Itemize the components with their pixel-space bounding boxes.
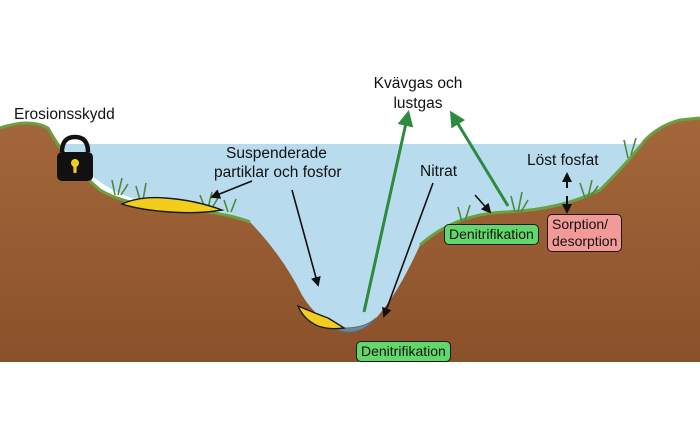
arrow-to-sediment-shelf [210, 180, 253, 199]
soil-body [0, 118, 700, 362]
erosion-protection-label: Erosionsskydd [14, 106, 115, 123]
sediment-slope [296, 304, 346, 330]
gas-arrow-bottom [362, 110, 414, 313]
sorption-line1: Sorption/ [552, 216, 609, 232]
denitrification-box-bottom: Denitrifikation [356, 341, 451, 362]
padlock-icon [57, 134, 93, 181]
gas-arrow-shelf [449, 110, 510, 207]
denitrification-box-right: Denitrifikation [444, 224, 539, 245]
arrow-nitrate-right [474, 194, 492, 214]
gas-label-line2: lustgas [393, 95, 443, 112]
nitrate-label: Nitrat [420, 163, 458, 180]
gas-label-line1: Kvävgas och [373, 75, 463, 92]
arrow-nitrate-down [382, 182, 434, 318]
dissolved-phosphate-label: Löst fosfat [527, 152, 599, 169]
sediment-shelf [120, 196, 225, 214]
arrow-to-sediment-slope [291, 189, 321, 287]
sorption-line2: desorption [552, 233, 618, 249]
suspended-particles-label-line1: Suspenderade [226, 145, 327, 162]
suspended-particles-label-line2: partiklar och fosfor [214, 164, 342, 181]
water-body [60, 144, 640, 331]
sorption-box: Sorption/ desorption [547, 214, 623, 252]
grass-line-right [419, 116, 700, 247]
